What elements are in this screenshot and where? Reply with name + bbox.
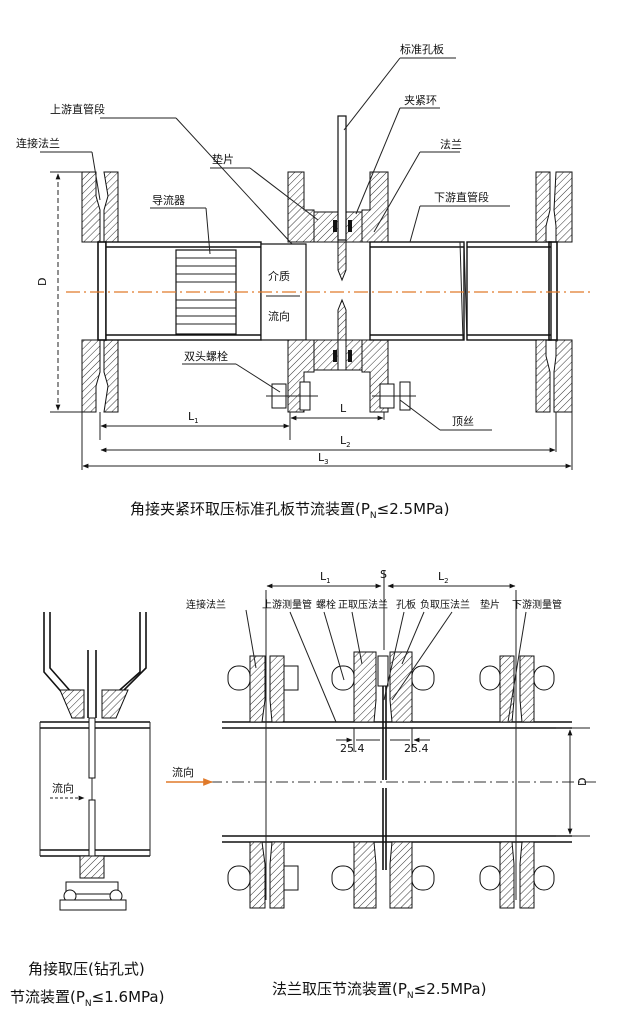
br-label-orifice: 孔板 xyxy=(396,598,416,611)
br-dim-tap-left: 25.4 xyxy=(340,742,365,755)
br-dim-tap-right: 25.4 xyxy=(404,742,429,755)
br-label-gasket: 垫片 xyxy=(480,598,500,611)
br-dim-d-label: D xyxy=(576,778,589,786)
br-leader-lines xyxy=(245,609,527,723)
top-label-flange: 法兰 xyxy=(440,137,462,151)
bottom-left-caption-line2: 节流装置(PN≤1.6MPa) xyxy=(10,988,164,1009)
br-label-upstream-meas: 上游测量管 xyxy=(262,598,312,611)
bottom-right-caption: 法兰取压节流装置(PN≤2.5MPa) xyxy=(272,980,486,1001)
top-label-gasket: 垫片 xyxy=(212,152,234,166)
top-dim-d-label: D xyxy=(36,278,49,286)
bottom-left-flow: 流向 xyxy=(52,781,74,795)
top-label-upstream-pipe: 上游直管段 xyxy=(50,102,105,116)
br-label-flange: 连接法兰 xyxy=(186,598,226,611)
top-right-flange xyxy=(535,171,573,413)
top-leader-lines xyxy=(40,57,510,431)
br-flange-middle xyxy=(331,651,435,909)
br-label-pos-flange: 正取压法兰 xyxy=(338,598,388,611)
br-label-downstream-meas: 下游测量管 xyxy=(512,598,562,611)
br-label-neg-flange: 负取压法兰 xyxy=(420,598,470,611)
br-dim-l1: L1 xyxy=(320,570,331,585)
bottom-right-diagram: L1 S L2 25.4 25.4 D 流向 xyxy=(166,568,600,1001)
bottom-left-diagram: 流向 角接取压(钻孔式) 节流装置(PN≤1.6MPa) xyxy=(10,612,164,1009)
top-stud-bolts xyxy=(266,381,416,411)
br-label-flow: 流向 xyxy=(172,765,194,779)
br-flange-left xyxy=(227,655,299,909)
top-downstream-pipe xyxy=(369,241,552,341)
br-dim-d: D xyxy=(556,727,590,837)
top-caption: 角接夹紧环取压标准孔板节流装置(PN≤2.5MPa) xyxy=(130,500,449,521)
top-label-set-screw: 顶丝 xyxy=(452,415,474,428)
top-orifice-assembly xyxy=(287,115,389,413)
top-dim-l1: L1 xyxy=(188,410,199,425)
top-label-flow: 流向 xyxy=(268,309,290,323)
br-dim-l2: L2 xyxy=(438,570,449,585)
top-dim-l3: L3 xyxy=(318,451,329,466)
br-dim-taps: 25.4 25.4 xyxy=(336,728,430,755)
top-dim-lengths: L1 L L2 L3 xyxy=(81,402,573,470)
top-label-connecting-flange: 连接法兰 xyxy=(16,136,60,150)
top-label-straightener: 导流器 xyxy=(152,193,185,207)
top-label-stud-bolt: 双头螺栓 xyxy=(184,349,228,363)
br-label-bolt: 螺栓 xyxy=(316,598,336,611)
br-dim-top: L1 S L2 xyxy=(266,568,516,589)
top-diagram: D L1 L L2 L3 xyxy=(16,42,590,521)
bottom-left-caption-line1: 角接取压(钻孔式) xyxy=(28,960,145,978)
top-dim-d: D xyxy=(36,171,82,413)
top-label-medium: 介质 xyxy=(268,270,290,283)
top-label-downstream-pipe: 下游直管段 xyxy=(434,190,489,204)
top-label-orifice: 标准孔板 xyxy=(400,42,444,56)
top-dim-l2: L2 xyxy=(340,434,351,449)
br-flange-right xyxy=(479,655,555,909)
top-label-clamp-ring: 夹紧环 xyxy=(404,94,437,107)
top-dim-l: L xyxy=(340,402,347,415)
br-dim-s: S xyxy=(380,568,387,581)
